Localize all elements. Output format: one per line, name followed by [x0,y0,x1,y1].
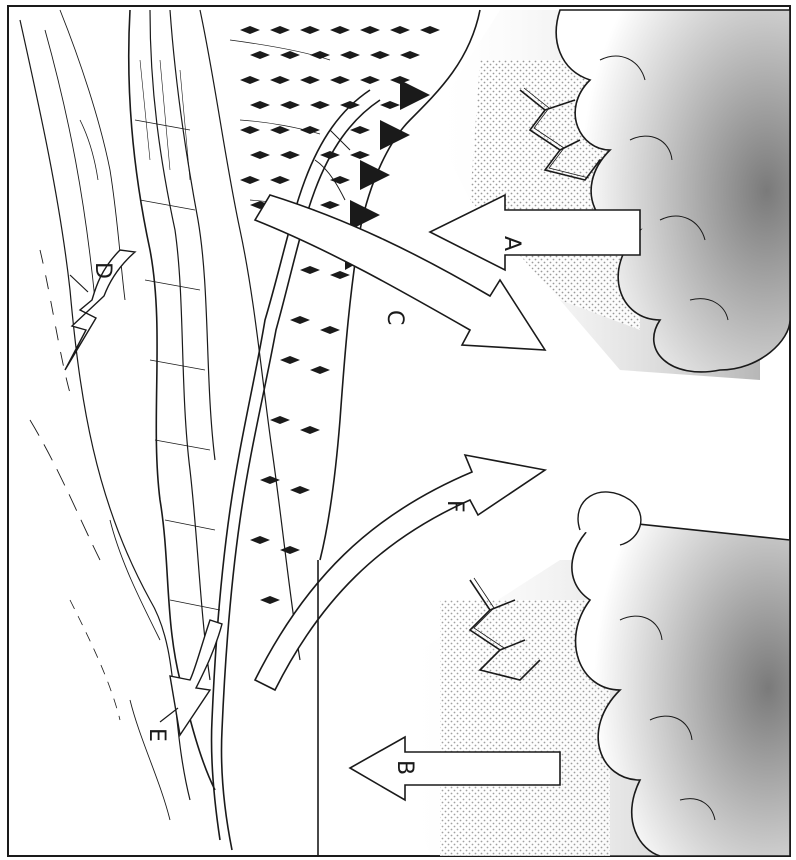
sea-water [20,20,190,820]
label-a: A [499,236,524,251]
label-d: D [90,262,115,279]
label-f: F [442,500,467,513]
label-c: C [382,310,407,325]
label-e: E [144,728,169,742]
label-b: B [392,760,417,775]
